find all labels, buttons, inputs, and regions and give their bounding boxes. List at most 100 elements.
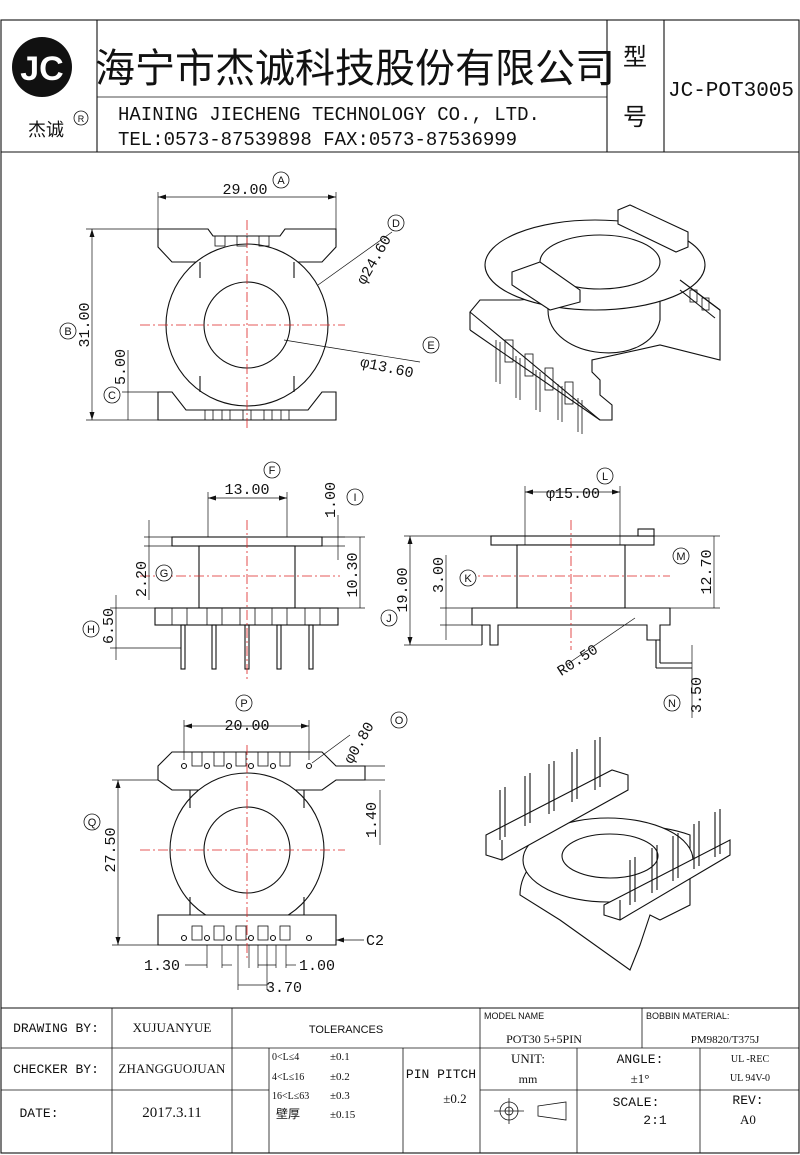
dim-J: 19.00 [395, 567, 412, 612]
svg-text:N: N [668, 698, 676, 710]
dim-b2: 1.00 [299, 958, 335, 975]
dim-G: 2.20 [134, 561, 151, 597]
dim-N: 3.50 [689, 677, 706, 713]
callouts: A B C D E F G H I J K L M N O P Q [59, 171, 690, 831]
company-name-en: HAINING JIECHENG TECHNOLOGY CO., LTD. [118, 104, 540, 126]
drawing-by-label: DRAWING BY: [13, 1021, 99, 1036]
svg-text:P: P [240, 698, 247, 710]
unit-label: UNIT: [511, 1051, 545, 1066]
dim-R: R0.50 [555, 642, 602, 681]
callout-F: F [263, 461, 281, 479]
registered-icon [73, 110, 89, 126]
bottom-view: 20.00 φ0.80 1.40 27.50 C2 1.30 1.00 [103, 718, 385, 997]
dim-Q: 27.50 [103, 827, 120, 872]
rev: A0 [740, 1112, 756, 1127]
tol-value-2: ±0.2 [330, 1071, 350, 1083]
tol-range-3: 16<L≤63 [272, 1091, 309, 1102]
ul-rec: UL -REC [731, 1054, 770, 1065]
callout-N: N [663, 694, 681, 712]
svg-text:O: O [395, 715, 404, 727]
svg-text:C: C [108, 390, 116, 402]
callout-D: D [387, 214, 405, 232]
dim-D: φ24.60 [354, 233, 396, 288]
top-view: 29.00 31.00 5.00 φ24.60 φ13.60 [77, 182, 421, 430]
checker-by: ZHANGGUOJUAN [119, 1061, 226, 1076]
dim-b3: 3.70 [266, 980, 302, 997]
svg-text:I: I [353, 492, 356, 504]
rev-label: REV: [732, 1093, 763, 1108]
svg-text:Q: Q [88, 817, 97, 829]
logo-sub: 杰诚 [28, 120, 64, 140]
callout-E: E [422, 336, 440, 354]
callout-L: L [596, 467, 614, 485]
tol-value-3: ±0.3 [330, 1090, 350, 1102]
dim-F: 13.00 [224, 482, 269, 499]
company-contact: TEL:0573-87539898 FAX:0573-87536999 [118, 129, 517, 151]
iso-view-bottom [485, 737, 731, 971]
tol-value-4: ±0.15 [330, 1109, 356, 1121]
checker-by-label: CHECKER BY: [13, 1062, 99, 1077]
callout-Q: Q [83, 813, 101, 831]
angle-label: ANGLE: [617, 1052, 664, 1067]
model-label-1: 型 [623, 44, 647, 71]
logo-circle-icon [12, 37, 72, 97]
tol-value-1: ±0.1 [330, 1051, 350, 1063]
dim-P: 20.00 [224, 718, 269, 735]
jc-logo: JC 杰诚 R [12, 37, 89, 140]
model-label-2: 号 [623, 105, 647, 131]
dim-O: φ0.80 [341, 720, 378, 767]
angle: ±1° [631, 1071, 650, 1086]
svg-text:B: B [64, 326, 71, 338]
callout-I: I [346, 488, 364, 506]
bobbin-material: PM9820/T375J [691, 1034, 760, 1046]
date-label: DATE: [19, 1106, 58, 1121]
dim-O2: 1.40 [364, 802, 381, 838]
dim-M: 12.70 [699, 549, 716, 594]
pin-pitch: ±0.2 [443, 1091, 466, 1106]
scale: 2:1 [643, 1113, 667, 1128]
svg-text:M: M [676, 551, 685, 563]
dim-L: φ15.00 [546, 486, 600, 503]
side-view: φ15.00 12.70 3.50 19.00 3.00 R0.50 [395, 486, 720, 718]
callout-M: M [672, 547, 690, 565]
svg-text:F: F [269, 465, 276, 477]
dim-K: 3.00 [431, 557, 448, 593]
callout-G: G [155, 564, 173, 582]
dim-C2: C2 [366, 933, 384, 950]
logo-text: JC [20, 50, 63, 88]
callout-A: A [272, 171, 290, 189]
svg-text:D: D [392, 218, 400, 230]
callout-C: C [103, 386, 121, 404]
drawing-by: XUJUANYUE [133, 1020, 212, 1035]
svg-text:H: H [87, 624, 95, 636]
iso-view-top [469, 204, 721, 434]
callout-J: J [380, 609, 398, 627]
svg-text:E: E [427, 340, 434, 352]
front-view: 13.00 1.00 10.30 2.20 6.50 [101, 482, 365, 680]
callout-O: O [390, 711, 408, 729]
svg-text:K: K [464, 573, 472, 585]
ul-94v0: UL 94V-0 [730, 1073, 770, 1084]
dim-A: 29.00 [222, 182, 267, 199]
dim-E: φ13.60 [359, 355, 415, 383]
dim-H: 6.50 [101, 608, 118, 644]
logo-reg: R [78, 114, 85, 124]
dim-I2: 10.30 [345, 552, 362, 597]
sheet-border [0, 19, 800, 1154]
dim-B: 31.00 [77, 302, 94, 347]
tol-range-4: 壁厚 [276, 1106, 300, 1121]
tol-range-1: 0<L≤4 [272, 1052, 299, 1063]
tolerances-label: TOLERANCES [309, 1024, 383, 1036]
svg-text:L: L [602, 471, 608, 483]
callout-B: B [59, 322, 77, 340]
svg-text:G: G [160, 568, 169, 580]
tol-range-2: 4<L≤16 [272, 1072, 304, 1083]
model-number: JC-POT3005 [668, 80, 794, 103]
model-name-label: MODEL NAME [484, 1011, 544, 1021]
pin-pitch-label: PIN PITCH [406, 1067, 476, 1082]
dim-I: 1.00 [323, 482, 340, 518]
bobbin-material-label: BOBBIN MATERIAL: [646, 1011, 729, 1021]
dim-C: 5.00 [113, 349, 130, 385]
model-name: POT30 5+5PIN [506, 1032, 582, 1046]
